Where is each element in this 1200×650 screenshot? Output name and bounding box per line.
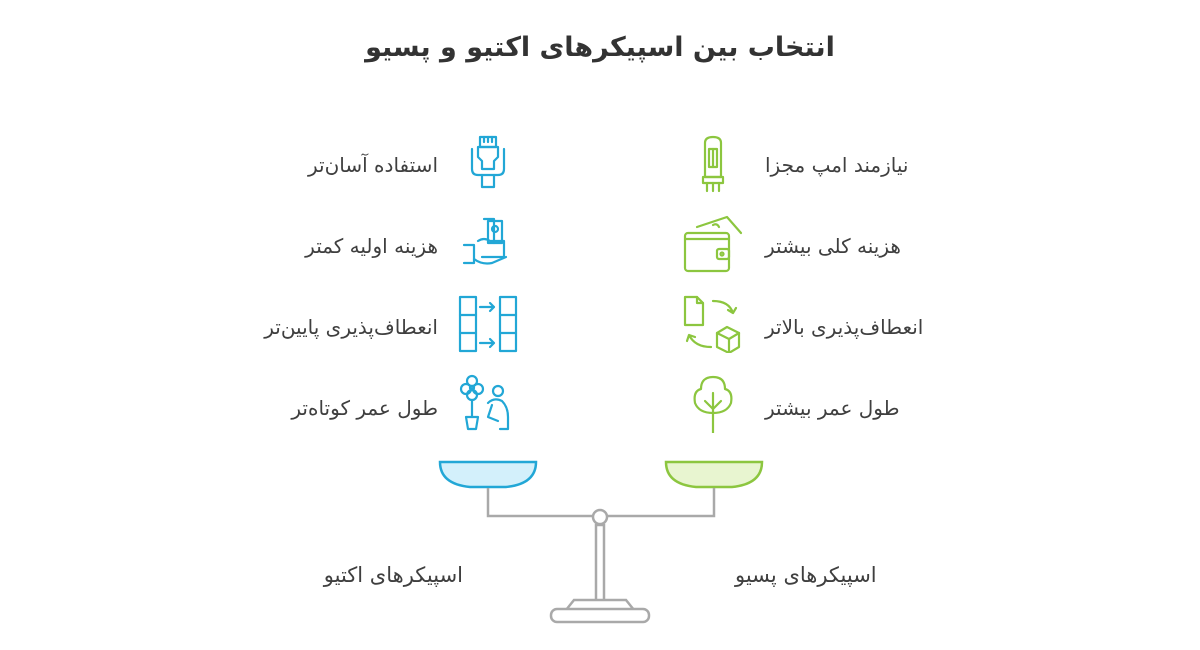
active-item-easy-use: استفاده آسان‌تر (308, 153, 438, 177)
stand-base-top (563, 598, 637, 612)
file-cube-exchange-icon (683, 293, 743, 353)
tree-icon (683, 373, 743, 433)
vacuum-tube-icon (683, 133, 743, 193)
active-item-lower-initial-cost: هزینه اولیه کمتر (305, 234, 438, 258)
passive-item-needs-amp: نیازمند امپ مجزا (765, 153, 909, 177)
passive-pan (664, 460, 764, 489)
page-title: انتخاب بین اسپیکرهای اکتیو و پسیو (365, 32, 835, 63)
passive-item-higher-flexibility: انعطاف‌پذیری بالاتر (765, 315, 924, 339)
person-flower-icon (458, 373, 518, 433)
passive-item-longer-lifespan: طول عمر بیشتر (765, 396, 900, 420)
stand-base (549, 607, 651, 624)
pivot-knob (591, 508, 609, 526)
passive-hanger (608, 488, 716, 518)
wallet-icon (683, 213, 743, 273)
stand-post (594, 523, 606, 603)
active-speakers-label: اسپیکرهای اکتیو (323, 563, 463, 587)
passive-item-higher-total-cost: هزینه کلی بیشتر (765, 234, 901, 258)
active-pan (438, 460, 538, 489)
cable-plug-icon (458, 133, 518, 193)
transfer-grid-icon (458, 293, 518, 353)
active-item-shorter-lifespan: طول عمر کوتاه‌تر (291, 396, 438, 420)
money-hand-icon (458, 213, 518, 273)
active-item-lower-flexibility: انعطاف‌پذیری پایین‌تر (264, 315, 438, 339)
active-hanger (486, 488, 592, 518)
passive-speakers-label: اسپیکرهای پسیو (735, 563, 877, 587)
